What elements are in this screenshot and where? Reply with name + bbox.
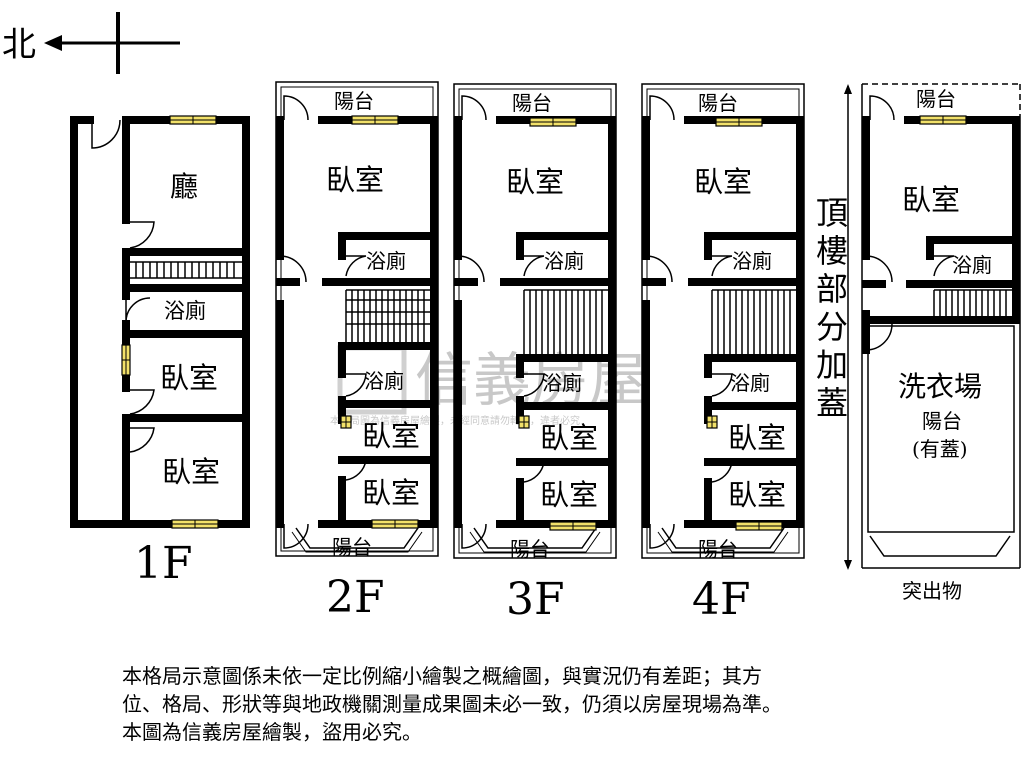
- room-label-balcony: 陽台: [332, 535, 372, 559]
- svg-text:部: 部: [816, 270, 848, 308]
- room-label-bedroom: 臥室: [326, 163, 384, 197]
- room-label-laundry: 洗衣場: [898, 370, 982, 403]
- room-label-bath: 浴廁: [730, 371, 770, 395]
- floor-2f: [275, 81, 439, 557]
- room-label-bath: 浴廁: [364, 369, 404, 393]
- svg-text:頂: 頂: [816, 194, 848, 232]
- disclaimer-line: 本格局示意圖係未依一定比例縮小繪製之概繪圖，與實況仍有差距；其方: [122, 664, 762, 688]
- room-label-laundry-sub: (有蓋): [912, 437, 968, 461]
- floor-1f: [70, 115, 250, 529]
- compass-label: 北: [2, 25, 36, 65]
- svg-text:加: 加: [816, 346, 848, 384]
- room-label-balcony: 陽台: [698, 91, 738, 115]
- room-label-bedroom: 臥室: [362, 419, 420, 453]
- room-label-bedroom: 臥室: [506, 165, 564, 199]
- compass: 北: [2, 12, 180, 74]
- room-label-bedroom: 臥室: [728, 478, 786, 512]
- room-label-balcony: 陽台: [334, 89, 374, 113]
- room-label-balcony: 陽台: [916, 87, 956, 111]
- floor-name-3f: 3F: [506, 574, 565, 625]
- floor-3f: [453, 83, 617, 559]
- room-label-laundry-sub: 陽台: [922, 409, 962, 433]
- room-label-bedroom: 臥室: [160, 361, 218, 395]
- room-label-bath: 浴廁: [542, 371, 582, 395]
- roof-vertical-label: 頂 樓 部 分 加 蓋: [816, 194, 848, 422]
- room-label-bedroom: 臥室: [902, 183, 960, 217]
- floor-4f: [641, 83, 805, 559]
- room-label-bath: 浴廁: [732, 249, 772, 273]
- svg-text:蓋: 蓋: [816, 384, 848, 422]
- room-label-bedroom: 臥室: [540, 421, 598, 455]
- room-label-protrusion: 突出物: [902, 579, 962, 603]
- room-label-bedroom: 臥室: [694, 165, 752, 199]
- room-label-balcony: 陽台: [698, 537, 738, 561]
- floor-plan-drawing: 信義房屋 本格局圖為信義房屋繪製，未經同意請勿轉載，違者必究 北: [2, 12, 1021, 625]
- room-label-bedroom: 臥室: [162, 455, 220, 489]
- room-label-bedroom: 臥室: [728, 421, 786, 455]
- room-label-balcony: 陽台: [510, 537, 550, 561]
- room-label-bedroom: 臥室: [540, 478, 598, 512]
- floor-name-2f: 2F: [326, 572, 385, 623]
- north-arrow-icon: [44, 35, 62, 51]
- disclaimer-text: 本格局示意圖係未依一定比例縮小繪製之概繪圖，與實況仍有差距；其方 位、格局、形狀…: [122, 662, 1002, 746]
- room-label-bath: 浴廁: [952, 253, 992, 277]
- svg-text:分: 分: [816, 308, 848, 346]
- disclaimer-line: 本圖為信義房屋繪製，盜用必究。: [122, 720, 422, 744]
- room-label-hall: 廳: [170, 170, 198, 203]
- floor-roof: [844, 83, 1021, 570]
- floor-name-4f: 4F: [692, 574, 751, 625]
- svg-text:樓: 樓: [816, 232, 848, 270]
- room-label-bath: 浴廁: [366, 249, 406, 273]
- room-label-bath: 浴廁: [164, 299, 206, 323]
- room-label-bath: 浴廁: [544, 249, 584, 273]
- room-label-bedroom: 臥室: [362, 476, 420, 510]
- floor-name-1f: 1F: [134, 538, 193, 589]
- room-label-balcony: 陽台: [512, 91, 552, 115]
- disclaimer-line: 位、格局、形狀等與地政機關測量成果圖未必一致，仍須以房屋現場為準。: [122, 692, 782, 716]
